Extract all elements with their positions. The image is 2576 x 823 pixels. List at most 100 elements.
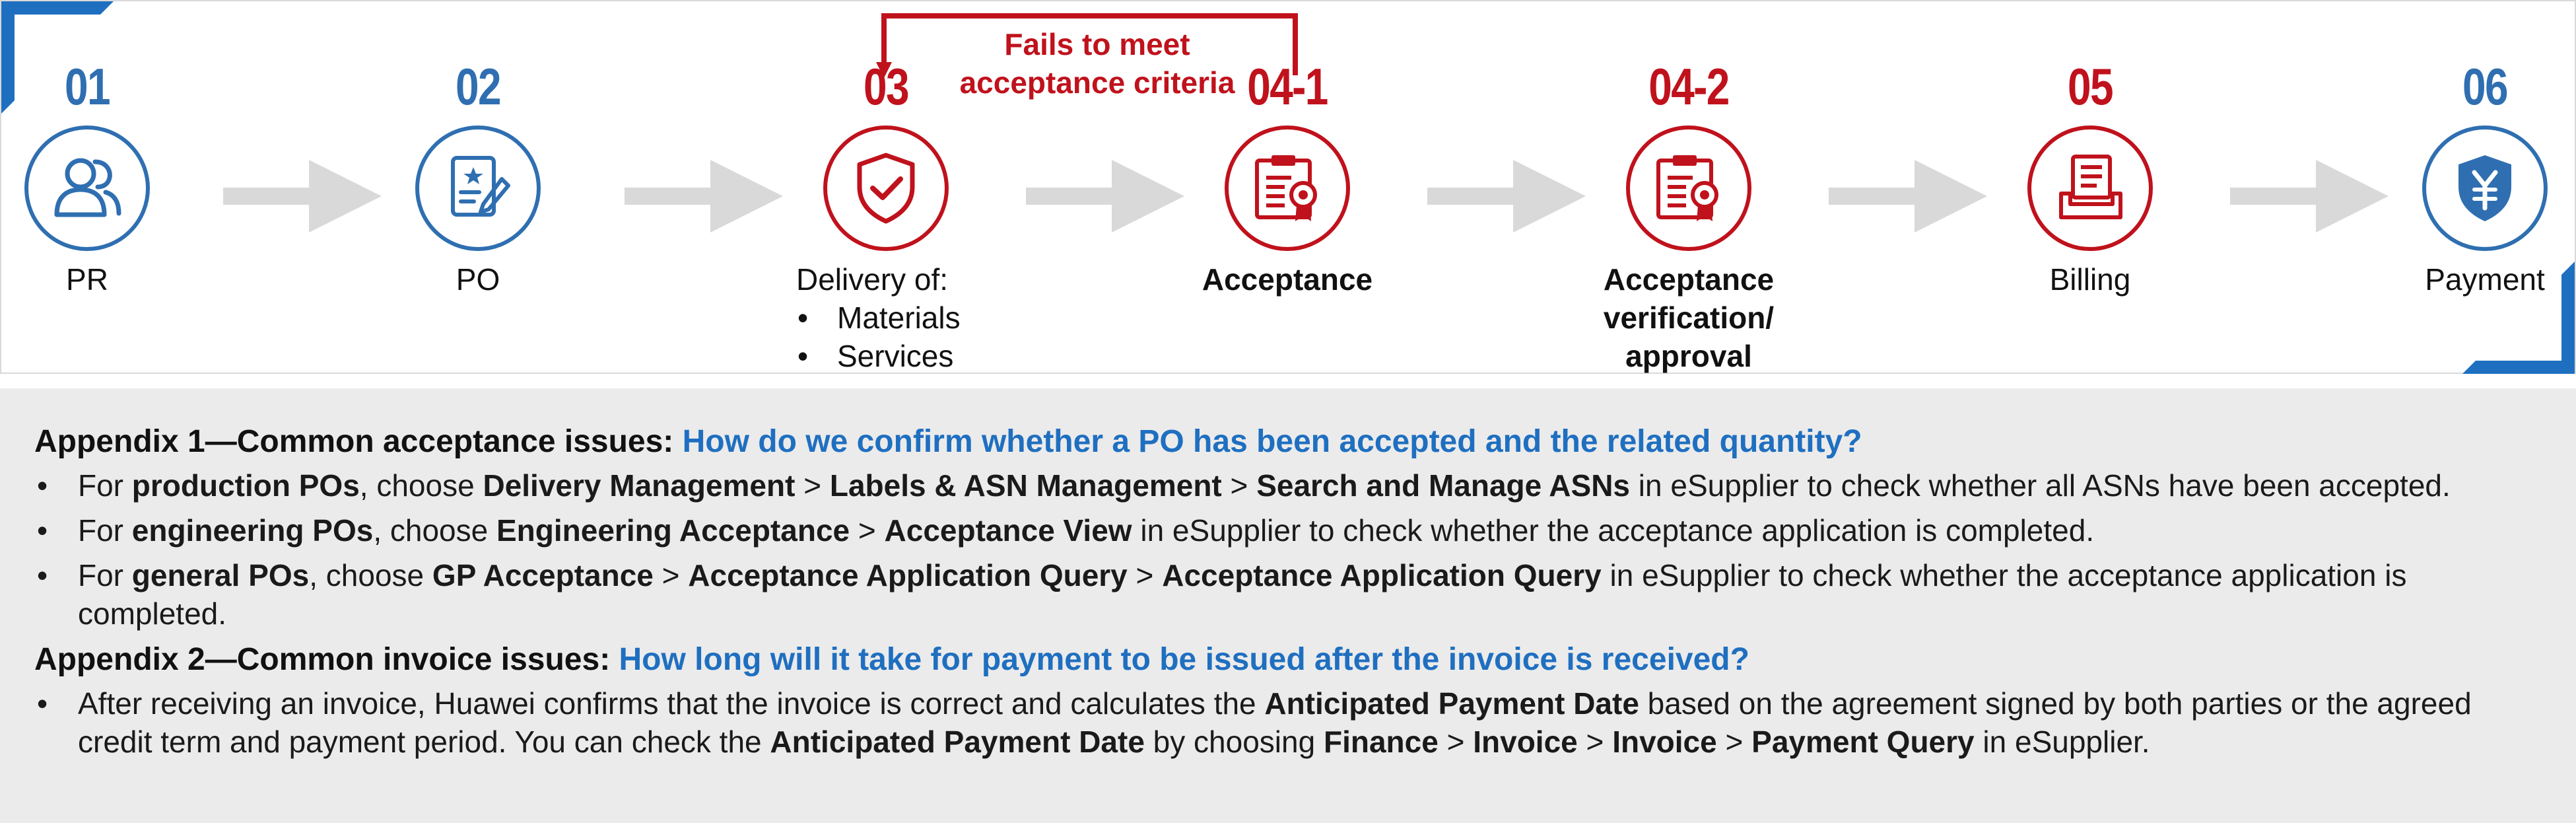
fail-loop-arrow <box>876 13 1298 78</box>
appendix-2-list: After receiving an invoice, Huawei confi… <box>34 684 2542 761</box>
step-label-line: approval <box>1625 339 1752 373</box>
invoice-tray-icon <box>2059 155 2122 219</box>
step-icon-circle <box>1626 125 1751 251</box>
appendix-1-list: For production POs, choose Delivery Mana… <box>34 466 2542 633</box>
appendix-2-question: How long will it take for payment to be … <box>619 642 1749 677</box>
flow-arrow-02-03 <box>625 160 783 233</box>
text: in eSupplier to check whether all ASNs h… <box>1630 468 2451 503</box>
text: For <box>78 468 132 503</box>
text: in eSupplier to check whether the accept… <box>78 558 2407 631</box>
appendix-1-title: Appendix 1—Common acceptance issues: <box>34 424 683 459</box>
fail-loop-label-line: Fails to meet <box>1004 27 1190 61</box>
appendix-1-question: How do we confirm whether a PO has been … <box>682 424 1862 459</box>
bold-text: engineering POs <box>131 513 374 548</box>
text: , choose <box>309 558 432 592</box>
separator: > <box>1577 725 1613 759</box>
step-label-line: Acceptance <box>1603 262 1775 297</box>
appendix-1-item-engineering: For engineering POs, choose Engineering … <box>34 511 2542 550</box>
step-icon-circle <box>1225 125 1350 251</box>
step-04-1-acceptance: 04-1 Acceptance <box>1149 1 1426 375</box>
users-icon <box>54 158 121 217</box>
bold-text: production POs <box>131 468 360 503</box>
bold-text: Anticipated Payment Date <box>770 725 1145 759</box>
text: in eSupplier to check whether the accept… <box>1132 513 2095 548</box>
step-label: Delivery of: <box>796 262 949 297</box>
step-label: Payment <box>2425 262 2545 297</box>
shield-check-icon <box>857 153 915 224</box>
step-number: 04-1 <box>1247 57 1328 116</box>
separator: > <box>1221 468 1257 503</box>
appendix-2-heading: Appendix 2—Common invoice issues: How lo… <box>34 639 2542 680</box>
bold-text: general POs <box>131 558 310 592</box>
flow-arrow-04-1-04-2 <box>1427 160 1586 233</box>
step-icon-circle <box>823 125 949 251</box>
separator: > <box>1438 725 1474 759</box>
step-icon-circle <box>415 125 541 251</box>
menu-path: Engineering Acceptance <box>496 513 850 548</box>
menu-path: Finance <box>1323 725 1439 759</box>
process-flow-panel: Fails to meet acceptance criteria 01 PR <box>0 0 2576 375</box>
step-label-block: Acceptance verification/ approval <box>1550 260 1827 375</box>
flow-arrow-04-2-05 <box>1829 160 1987 233</box>
flow-arrow-01-02 <box>223 160 382 233</box>
separator: > <box>850 513 885 548</box>
text: by choosing <box>1144 725 1324 759</box>
step-icon-circle <box>2027 125 2153 251</box>
step-label-line: verification/ <box>1603 301 1775 335</box>
flow-arrow-05-06 <box>2230 160 2389 233</box>
text: After receiving an invoice, Huawei confi… <box>78 686 1265 721</box>
top-left-corner-decoration <box>1 1 114 114</box>
text: based on the agreement signed by both pa… <box>78 686 2472 759</box>
step-03-delivery: 03 Delivery of: Materials Services <box>747 1 1025 375</box>
text: For <box>78 513 132 548</box>
bold-text: Anticipated Payment Date <box>1264 686 1639 721</box>
step-label: Billing <box>2049 262 2131 297</box>
step-06-payment: 06 Payment <box>2346 1 2576 375</box>
text: in eSupplier. <box>1974 725 2150 759</box>
step-label: PO <box>456 262 500 297</box>
separator: > <box>653 558 689 592</box>
appendix-2-title: Appendix 2—Common invoice issues: <box>34 642 619 677</box>
menu-path: Acceptance Application Query <box>1162 558 1602 592</box>
step-number: 05 <box>2068 57 2114 116</box>
step-icon-circle <box>24 125 150 251</box>
text: For <box>78 558 132 592</box>
yuan-shield-icon <box>2458 155 2511 221</box>
bottom-right-corner-decoration <box>2462 262 2575 374</box>
separator: > <box>1716 725 1752 759</box>
certificate-icon <box>1656 155 1718 221</box>
step-01-pr: 01 PR <box>0 1 226 375</box>
step-02-po: 02 PO <box>339 1 617 375</box>
menu-path: Delivery Management <box>483 468 796 503</box>
appendix-1-item-general: For general POs, choose GP Acceptance > … <box>34 556 2542 633</box>
menu-path: Payment Query <box>1751 725 1975 759</box>
step-label: PR <box>66 262 108 297</box>
appendix-panel: Appendix 1—Common acceptance issues: How… <box>0 388 2576 823</box>
step-number: 06 <box>2462 57 2509 116</box>
step-number: 03 <box>864 57 910 116</box>
step-number: 04-2 <box>1648 57 1730 116</box>
fail-loop-label-line: acceptance criteria <box>959 65 1235 100</box>
fail-loop-label: Fails to meet acceptance criteria <box>932 25 1262 102</box>
step-04-2-verification: 04-2 Acceptance verification/ approval <box>1550 1 1827 375</box>
menu-path: Search and Manage ASNs <box>1256 468 1631 503</box>
step-05-billing: 05 Billing <box>1951 1 2229 375</box>
step-number: 01 <box>65 57 111 116</box>
step-number: 02 <box>456 57 502 116</box>
text: , choose <box>359 468 483 503</box>
appendix-2-item: After receiving an invoice, Huawei confi… <box>34 684 2542 761</box>
menu-path: Invoice <box>1473 725 1578 759</box>
certificate-icon <box>1255 155 1317 221</box>
text: , choose <box>373 513 496 548</box>
menu-path: Labels & ASN Management <box>829 468 1222 503</box>
step-label: Acceptance <box>1202 262 1373 297</box>
delivery-item: Materials <box>796 299 1021 337</box>
menu-path: Invoice <box>1612 725 1717 759</box>
menu-path: Acceptance Application Query <box>688 558 1128 592</box>
delivery-items-list: Materials Services <box>796 299 1021 375</box>
step-label-block: Delivery of: Materials Services <box>796 260 1021 375</box>
appendix-1-heading: Appendix 1—Common acceptance issues: How… <box>34 421 2542 462</box>
delivery-item: Services <box>796 337 1021 375</box>
flow-arrow-03-04-1 <box>1026 160 1184 233</box>
step-icon-circle <box>2422 125 2548 251</box>
